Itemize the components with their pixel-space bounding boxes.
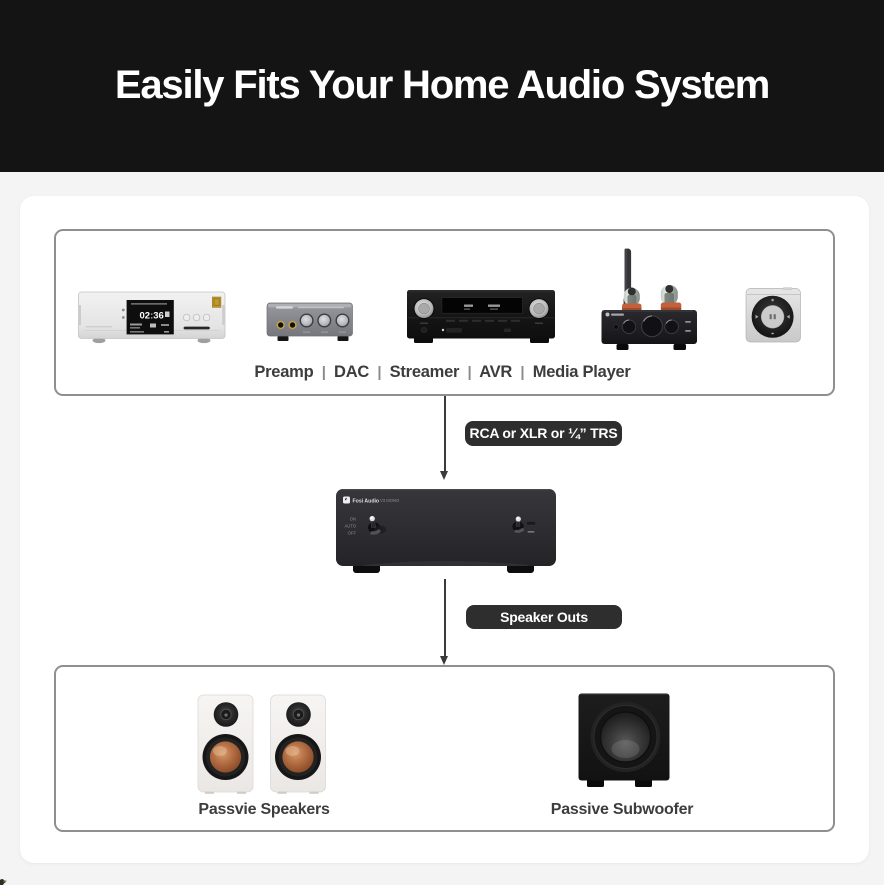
svg-text:V3 MONO: V3 MONO <box>380 498 400 503</box>
svg-text:02:36: 02:36 <box>140 311 164 322</box>
svg-text:AUTO: AUTO <box>344 524 356 529</box>
svg-text:OFF: OFF <box>348 531 357 536</box>
svg-text:Fosi Audio: Fosi Audio <box>353 498 380 504</box>
svg-text:ON: ON <box>350 517 356 522</box>
